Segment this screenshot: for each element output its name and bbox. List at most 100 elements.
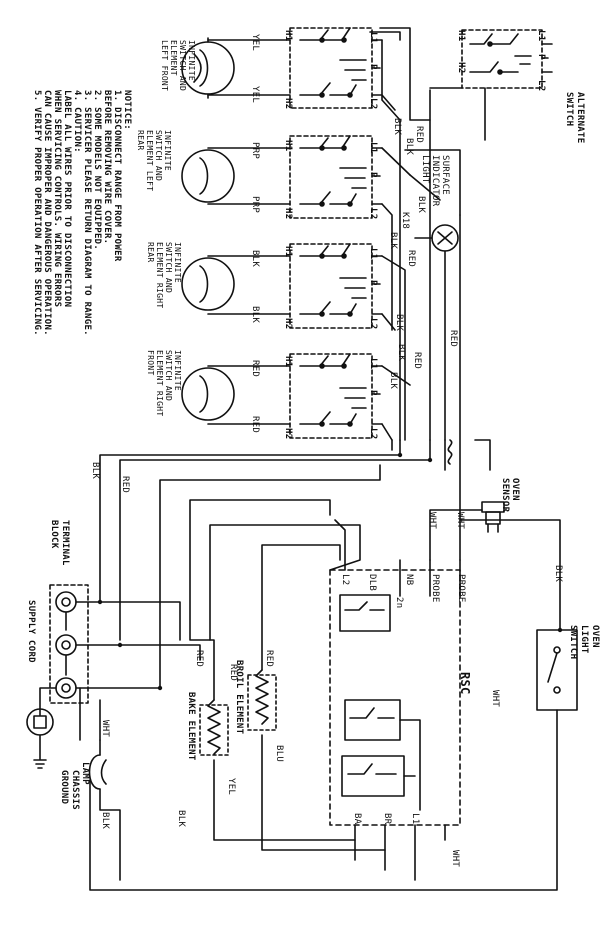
infinite-switch-left-front — [181, 27, 383, 109]
wire-label: BLK — [176, 810, 186, 828]
terminal-l2: L2 — [368, 98, 378, 110]
wire-label: BLK — [392, 118, 402, 136]
rsc-terminal-probe-b: PROBE — [456, 574, 466, 603]
rsc-terminal-2n: 2n — [394, 597, 404, 609]
wire-label: YEL — [226, 778, 236, 796]
switch-label-left-front: INFINITE SWITCH AND ELEMENT LEFT FRONT — [160, 40, 196, 92]
infinite-switch-left-rear — [181, 135, 383, 219]
wire-label: BLK — [394, 314, 404, 332]
surface-indicator-light — [414, 224, 459, 441]
switch-label-right-rear: INFINITE SWITCH AND ELEMENT RIGHT REAR — [146, 242, 182, 309]
wire-label: YEL — [250, 34, 260, 52]
broil-element-label: BROIL ELEMENT — [234, 660, 244, 735]
wire-label: BLK — [388, 232, 398, 250]
notice-block: NOTICE: 1. DISCONNECT RANGE FROM POWER B… — [32, 90, 132, 336]
notice-line: 3. SERVICER PLEASE RETURN DIAGRAM TO RAN… — [82, 90, 92, 336]
alt-terminal-l1: L1 — [536, 30, 546, 42]
terminal-p: P — [368, 64, 378, 70]
wire-label: RED — [250, 416, 260, 434]
wire-label: RED — [194, 650, 204, 668]
rsc-terminal-l2: L2 — [340, 574, 350, 586]
wire-label: BLK — [250, 250, 260, 268]
wire-label: BLK — [90, 462, 100, 480]
surface-indicator-label: SURFACE INDICATOR LIGHT — [420, 155, 450, 207]
wire-label: BLU — [274, 745, 284, 763]
terminal-l2: L2 — [368, 318, 378, 330]
notice-line: CAN CAUSE IMPROPER AND DANGEROUS OPERATI… — [42, 90, 52, 336]
notice-line: LABEL ALL WIRES PRIOR TO DISCONNECTION — [62, 90, 72, 308]
terminal-p: P — [368, 280, 378, 286]
wire-label: K18 — [400, 212, 410, 230]
notice-line: BEFORE REMOVING WIRE COVER. — [102, 90, 112, 245]
alt-terminal-h1: H1 — [456, 30, 466, 42]
broil-element — [247, 544, 386, 851]
wire-label: RED — [448, 330, 458, 348]
terminal-h1: H1 — [283, 246, 293, 258]
connection-dots — [97, 452, 563, 691]
wire-label: PRP — [250, 142, 260, 160]
wire-label: RED — [120, 476, 130, 494]
terminal-h2: H2 — [283, 98, 293, 110]
rsc-terminal-nb: NB — [404, 574, 414, 586]
main-trunk-wiring — [99, 87, 561, 641]
terminal-p: P — [368, 390, 378, 396]
wire-label: WHT — [427, 512, 437, 530]
oven-lamp — [88, 699, 121, 881]
terminal-l1: L1 — [368, 142, 378, 154]
notice-line: WHEN SERVICING CONTROLS. WIRING ERRORS — [52, 90, 62, 308]
rsc-terminal-probe-a: PROBE — [430, 574, 440, 603]
infinite-switch-right-front — [181, 353, 383, 439]
notice-line: NOTICE: — [122, 90, 132, 131]
rsc-terminal-l1: L1 — [410, 813, 420, 825]
infinite-switch-right-rear — [181, 243, 383, 329]
oven-sensor-label: OVEN SENSOR — [500, 478, 520, 513]
wire-label: WHT — [100, 720, 110, 738]
oven-sensor — [429, 501, 505, 561]
terminal-l1: L1 — [368, 248, 378, 260]
alternate-switch — [429, 29, 553, 121]
terminal-h1: H1 — [283, 356, 293, 368]
alt-terminal-h2: H2 — [456, 62, 466, 74]
alternate-switch-label: ALTERNATE SWITCH — [564, 92, 585, 144]
wire-label: WHT — [455, 512, 465, 530]
wire-label: RED — [250, 360, 260, 378]
wire-label: BLK — [553, 565, 563, 583]
rsc-label: RSC — [458, 672, 472, 695]
wire-label: WHT — [490, 690, 500, 708]
terminal-l2: L2 — [368, 208, 378, 220]
terminal-h2: H2 — [283, 428, 293, 440]
oven-light-switch-label: OVEN LIGHT SWITCH — [568, 625, 600, 660]
wire-label: YEL — [250, 86, 260, 104]
supply-cord-label: SUPPLY CORD — [26, 600, 36, 663]
wire-label: BLK — [388, 372, 398, 390]
oven-light-switch — [89, 629, 578, 891]
alt-terminal-l2: L2 — [536, 80, 546, 92]
notice-line: 5. VERIFY PROPER OPERATION AFTER SERVICI… — [32, 90, 42, 336]
rsc-terminal-br: BR — [382, 813, 392, 825]
terminal-block-label: TERMINAL BLOCK — [49, 520, 70, 566]
switch-label-left-rear: INFINITE SWITCH AND ELEMENT LEFT REAR — [136, 130, 172, 192]
wire-label: PRP — [250, 196, 260, 214]
terminal-l1: L1 — [368, 358, 378, 370]
rsc-terminal-ba: BA — [352, 813, 362, 825]
chassis-ground-label: CHASSIS GROUND — [59, 770, 80, 811]
terminal-h2: H2 — [283, 208, 293, 220]
rsc-supply-wiring — [209, 519, 361, 641]
notice-line: 1. DISCONNECT RANGE FROM POWER — [112, 90, 122, 262]
wire-label: RED — [414, 126, 424, 144]
terminal-l2: L2 — [368, 428, 378, 440]
wire-label: BLK — [404, 138, 414, 156]
bake-element — [189, 499, 356, 841]
lamp-label: LAMP — [80, 762, 90, 785]
switch-label-right-front: INFINITE SWITCH AND ELEMENT RIGHT FRONT — [146, 350, 182, 417]
terminal-l1: L1 — [368, 32, 378, 44]
terminal-block — [39, 464, 381, 741]
wire-label: BLK — [100, 812, 110, 830]
notice-line: 4. CAUTION: — [72, 90, 82, 153]
terminal-h1: H1 — [283, 140, 293, 152]
terminal-p: P — [368, 172, 378, 178]
terminal-h2: H2 — [283, 318, 293, 330]
rsc-terminal-dlb: DLB — [367, 574, 377, 592]
